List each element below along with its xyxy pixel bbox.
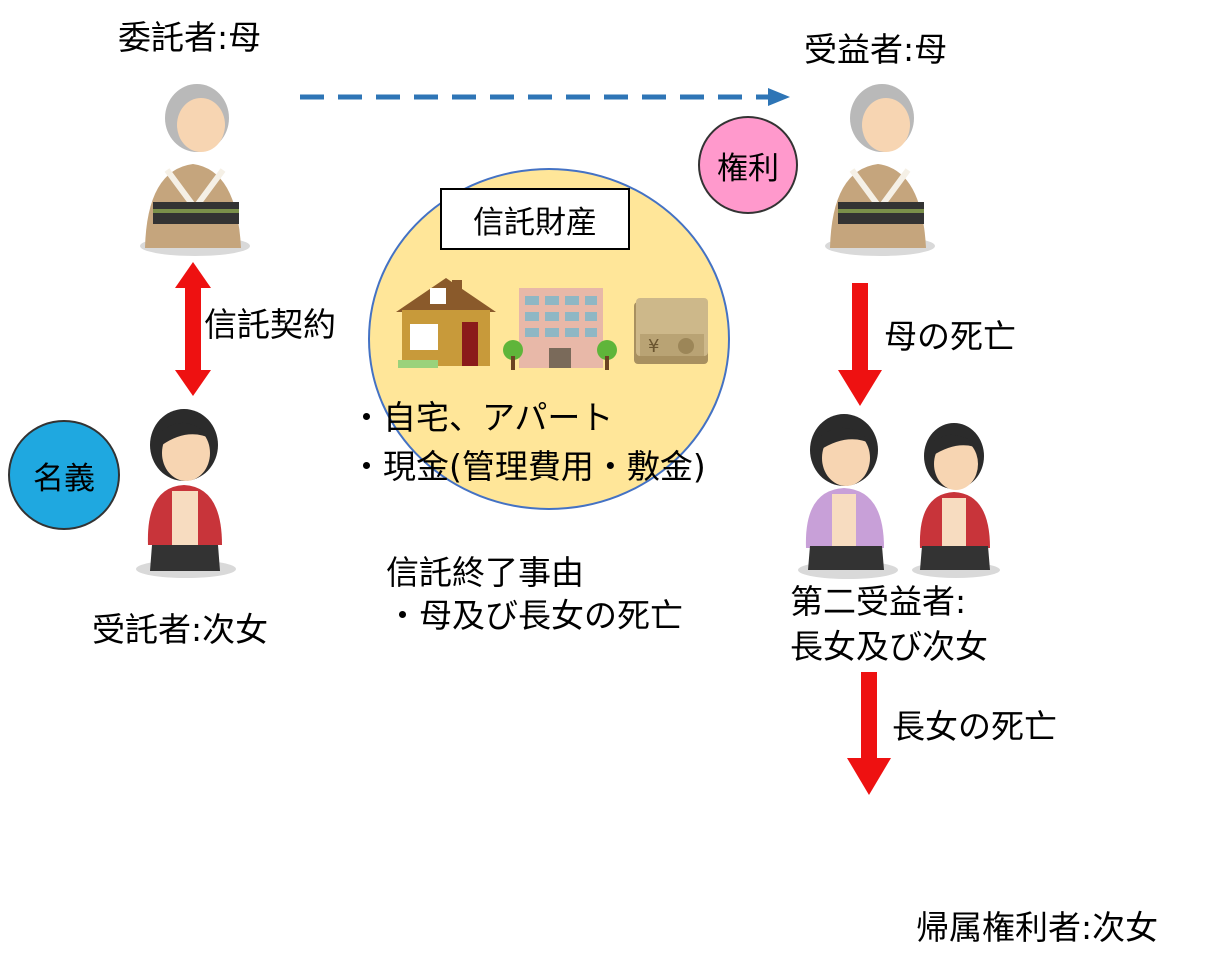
trust-property-item-2: ・現金(管理費用・敷金) bbox=[350, 447, 706, 486]
second-beneficiary-label-1: 第二受益者: bbox=[790, 582, 967, 621]
mother-beneficiary-figure bbox=[825, 84, 935, 256]
eldest-death-arrow bbox=[847, 672, 891, 795]
name-badge: 名義 bbox=[8, 420, 120, 530]
trust-contract-label: 信託契約 bbox=[204, 305, 336, 344]
cash-bundle-icon: ¥ bbox=[634, 298, 708, 364]
dashed-arrowhead bbox=[768, 88, 790, 106]
termination-item-1: ・母及び長女の死亡 bbox=[386, 596, 683, 635]
svg-text:¥: ¥ bbox=[648, 336, 659, 357]
second-daughter-trustee-figure bbox=[136, 409, 236, 578]
eldest-death-label: 長女の死亡 bbox=[892, 707, 1057, 746]
trust-property-title: 信託財産 bbox=[440, 188, 630, 250]
trust-property-item-1: ・自宅、アパート bbox=[350, 398, 614, 437]
beneficiary-label: 受益者:母 bbox=[804, 30, 948, 69]
mother-death-label: 母の死亡 bbox=[884, 317, 1016, 356]
house-icon bbox=[396, 278, 496, 368]
mother-death-arrow bbox=[838, 283, 882, 406]
mother-settlor-figure bbox=[140, 84, 250, 256]
final-right-holder-label: 帰属権利者:次女 bbox=[916, 908, 1159, 947]
right-badge: 権利 bbox=[698, 116, 798, 214]
apartment-icon bbox=[503, 288, 617, 370]
settlor-label: 委託者:母 bbox=[118, 18, 262, 57]
termination-title: 信託終了事由 bbox=[386, 553, 584, 592]
eldest-daughter-figure bbox=[798, 414, 898, 579]
second-daughter-figure bbox=[912, 423, 1000, 578]
second-beneficiary-label-2: 長女及び次女 bbox=[790, 627, 988, 666]
trustee-label: 受託者:次女 bbox=[92, 610, 269, 649]
trust-contract-arrow bbox=[175, 262, 211, 396]
